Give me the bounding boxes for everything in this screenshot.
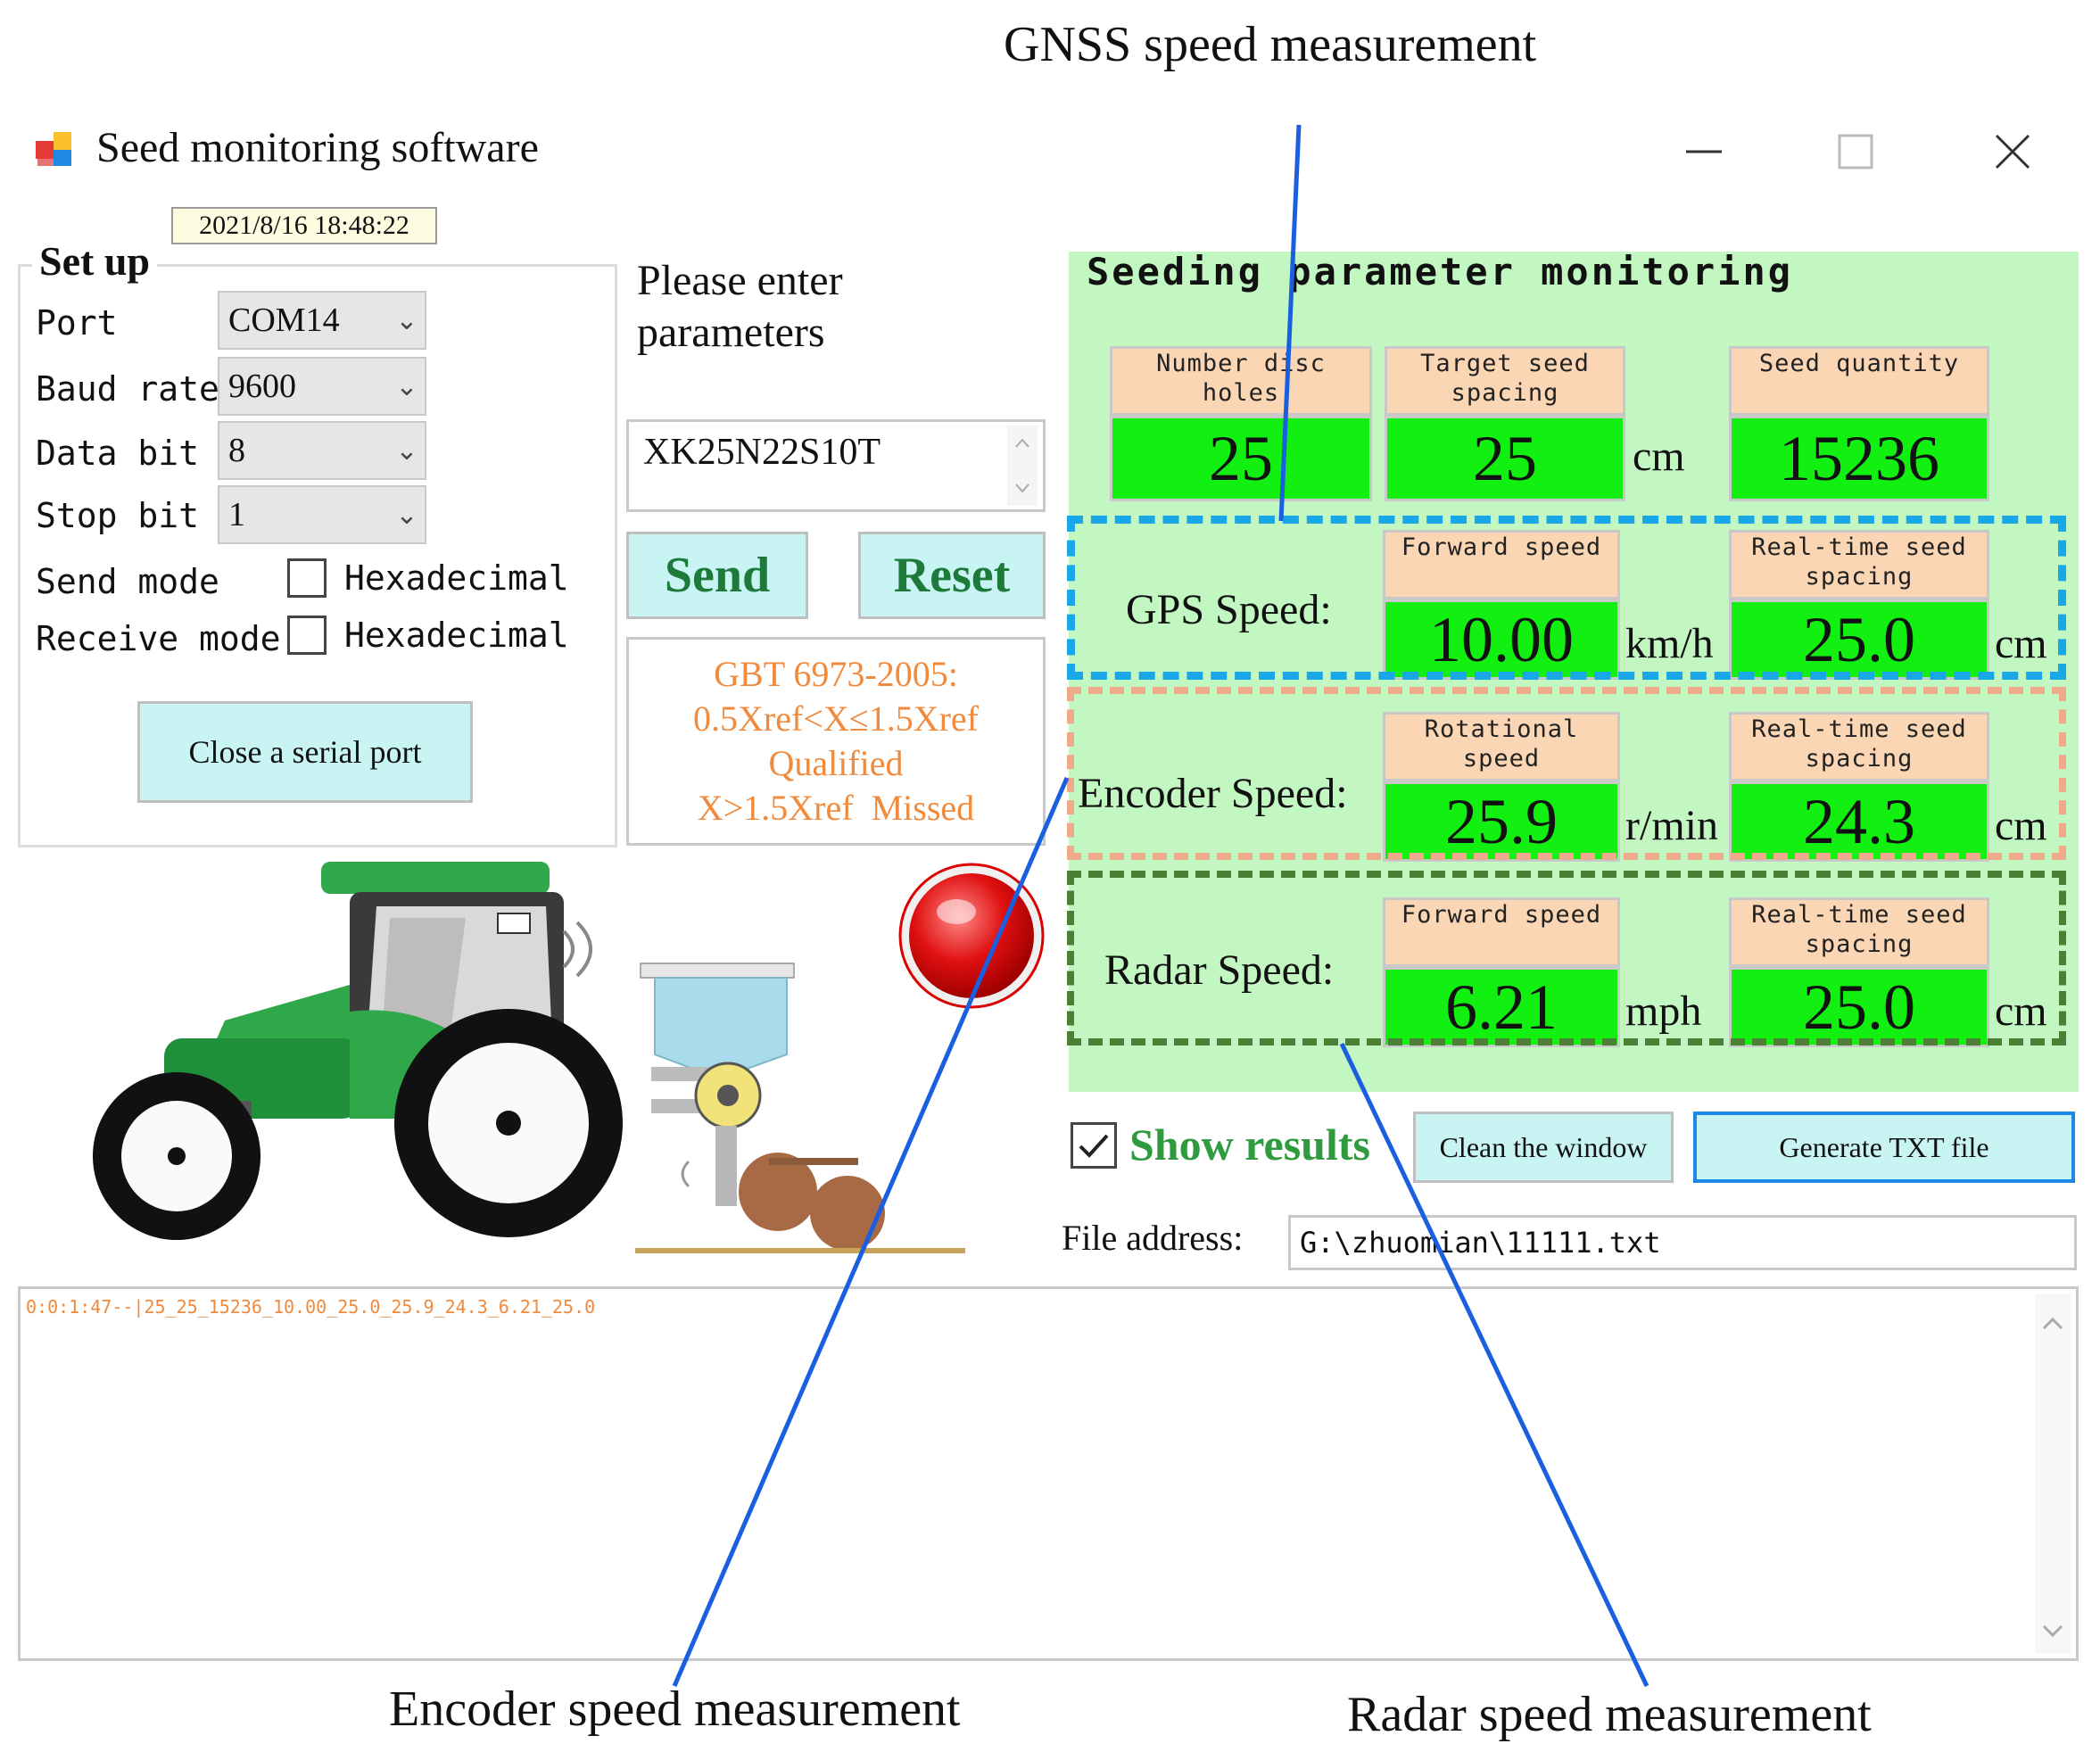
radar-callout-line (1339, 1042, 1649, 1688)
stopbit-label: Stop bit (36, 496, 200, 535)
gps-speed-unit: km/h (1625, 620, 1714, 667)
encoder-callout-label: Encoder speed measurement (389, 1682, 961, 1737)
file-address-label: File address: (1062, 1218, 1244, 1258)
reset-button[interactable]: Reset (858, 532, 1046, 619)
gps-spacing-unit: cm (1995, 620, 2047, 667)
radar-forward-speed-header: Forward speed (1383, 897, 1620, 967)
radar-callout-label: Radar speed measurement (1347, 1687, 1872, 1742)
close-icon (1995, 134, 2030, 169)
close-button[interactable] (1986, 125, 2039, 178)
radar-highlight-box (1067, 871, 2066, 1045)
gps-highlight-box (1067, 516, 2066, 680)
baud-select[interactable]: 9600 ⌄ (218, 357, 426, 416)
stopbit-value: 1 (228, 496, 245, 533)
show-results-label: Show results (1129, 1120, 1370, 1169)
receivemode-hex-checkbox[interactable] (287, 616, 327, 655)
checkmark-icon (1079, 1134, 1109, 1158)
stopbit-select[interactable]: 1 ⌄ (218, 485, 426, 544)
encoder-highlight-box (1067, 687, 2066, 860)
gps-forward-speed-header: Forward speed (1383, 530, 1620, 599)
standard-line-1: GBT 6973-2005: (714, 654, 958, 694)
log-textarea[interactable]: 0:0:1:47--|25_25_15236_10.00_25.0_25.9_2… (18, 1286, 2079, 1661)
databit-label: Data bit (36, 434, 200, 473)
port-label: Port (36, 303, 118, 343)
window-title: Seed monitoring software (96, 124, 539, 171)
port-value: COM14 (228, 302, 340, 339)
sendmode-hex-label: Hexadecimal (344, 558, 569, 598)
maximize-icon (1838, 134, 1873, 169)
disc-holes-value: 25 (1110, 416, 1372, 501)
send-button[interactable]: Send (626, 532, 808, 619)
encoder-rotational-speed-header: Rotational speed (1383, 712, 1620, 781)
sendmode-hex-checkbox[interactable] (287, 558, 327, 598)
log-scrollbar[interactable] (2035, 1294, 2071, 1653)
radar-speed-unit: mph (1625, 988, 1702, 1035)
radar-seed-spacing-header: Real-time seed spacing (1729, 897, 1989, 967)
baud-label: Baud rate (36, 369, 219, 409)
timestamp-label: 2021/8/16 18:48:22 (171, 207, 437, 244)
target-spacing-value: 25 (1385, 416, 1625, 501)
encoder-seed-spacing-value: 24.3 (1729, 781, 1989, 862)
target-spacing-header: Target seed spacing (1385, 346, 1625, 416)
clean-window-button[interactable]: Clean the window (1413, 1112, 1674, 1183)
generate-txt-button[interactable]: Generate TXT file (1693, 1112, 2075, 1183)
gps-seed-spacing-value: 25.0 (1729, 599, 1989, 680)
seed-quantity-value: 15236 (1729, 416, 1989, 501)
scroll-down-icon (2042, 1624, 2063, 1638)
parameters-prompt: Please enter parameters (637, 257, 843, 356)
monitoring-title: Seeding parameter monitoring (1087, 250, 1794, 293)
parameter-input-scrollbar[interactable] (1007, 426, 1038, 506)
encoder-spacing-unit: cm (1995, 802, 2047, 849)
databit-select[interactable]: 8 ⌄ (218, 421, 426, 480)
baud-value: 9600 (228, 368, 296, 405)
radar-spacing-unit: cm (1995, 988, 2047, 1035)
chevron-down-icon: ⌄ (395, 434, 418, 467)
setup-title: Set up (32, 237, 157, 285)
radar-speed-label: Radar Speed: (1104, 946, 1335, 994)
gps-forward-speed-value: 10.00 (1383, 599, 1620, 680)
chevron-down-icon: ⌄ (395, 499, 418, 531)
tractor-illustration (82, 851, 635, 1244)
encoder-callout-line (672, 777, 1070, 1687)
receivemode-label: Receive mode (36, 619, 281, 658)
minimize-icon (1686, 150, 1722, 153)
databit-value: 8 (228, 432, 245, 469)
port-select[interactable]: COM14 ⌄ (218, 291, 426, 350)
maximize-button[interactable] (1829, 125, 1882, 178)
file-address-input[interactable]: G:\zhuomian\11111.txt (1288, 1215, 2077, 1270)
minimize-button[interactable] (1677, 125, 1731, 178)
standard-line-4: X>1.5Xref Missed (697, 788, 975, 828)
parameter-input[interactable]: XK25N22S10T (626, 419, 1046, 512)
scroll-up-icon (2042, 1317, 2063, 1330)
encoder-seed-spacing-header: Real-time seed spacing (1729, 712, 1989, 781)
standard-line-2: 0.5Xref<X≤1.5Xref (693, 698, 979, 739)
gnss-callout-line (1278, 124, 1302, 522)
sendmode-label: Send mode (36, 562, 219, 601)
gps-speed-label: GPS Speed: (1126, 586, 1332, 633)
status-light-icon (896, 860, 1047, 1012)
encoder-speed-label: Encoder Speed: (1078, 770, 1348, 817)
radar-forward-speed-value: 6.21 (1383, 967, 1620, 1047)
setup-groupbox (18, 264, 617, 847)
gps-seed-spacing-header: Real-time seed spacing (1729, 530, 1989, 599)
radar-seed-spacing-value: 25.0 (1729, 967, 1989, 1047)
seeder-illustration (635, 956, 965, 1260)
gnss-callout-label: GNSS speed measurement (1004, 17, 1537, 72)
seed-quantity-header: Seed quantity (1729, 346, 1989, 416)
show-results-checkbox[interactable] (1071, 1122, 1117, 1169)
target-spacing-unit: cm (1633, 433, 1685, 480)
disc-holes-header: Number disc holes (1110, 346, 1372, 416)
standard-info-box: GBT 6973-2005: 0.5Xref<X≤1.5Xref Qualifi… (626, 637, 1046, 846)
standard-line-3: Qualified (768, 743, 904, 783)
receivemode-hex-label: Hexadecimal (344, 616, 569, 655)
encoder-rotational-speed-value: 25.9 (1383, 781, 1620, 862)
parameter-input-value: XK25N22S10T (643, 432, 881, 473)
log-line: 0:0:1:47--|25_25_15236_10.00_25.0_25.9_2… (26, 1296, 596, 1318)
app-icon (34, 125, 79, 169)
encoder-speed-unit: r/min (1625, 802, 1718, 849)
chevron-down-icon: ⌄ (395, 304, 418, 336)
close-serial-port-button[interactable]: Close a serial port (137, 701, 473, 803)
chevron-down-icon: ⌄ (395, 370, 418, 402)
